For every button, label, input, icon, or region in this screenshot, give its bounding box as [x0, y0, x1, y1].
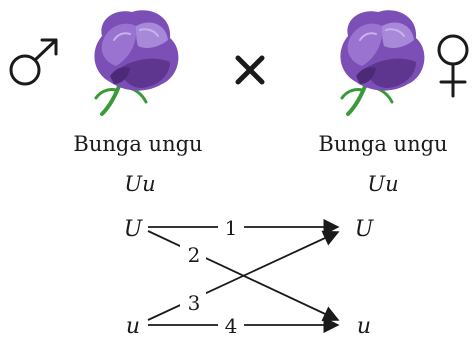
purple-flower-icon: [94, 10, 178, 114]
female-symbol-icon: [439, 36, 467, 96]
path-label-3: 3: [188, 291, 201, 315]
gamete-right-bottom: u: [357, 314, 371, 339]
cross-icon: [238, 58, 262, 82]
male-genotype-label: Uu: [124, 172, 155, 196]
path-label-4: 4: [225, 314, 238, 338]
purple-flower-icon: [340, 10, 424, 114]
path-label-1: 1: [225, 216, 238, 240]
gamete-left-bottom: u: [126, 314, 140, 339]
male-phenotype-label: Bunga ungu: [73, 132, 202, 156]
male-symbol-icon: [11, 40, 56, 84]
female-phenotype-label: Bunga ungu: [318, 132, 447, 156]
female-genotype-label: Uu: [367, 172, 398, 196]
gamete-left-top: U: [124, 217, 144, 242]
gamete-right-top: U: [355, 217, 375, 242]
path-label-2: 2: [188, 243, 201, 267]
